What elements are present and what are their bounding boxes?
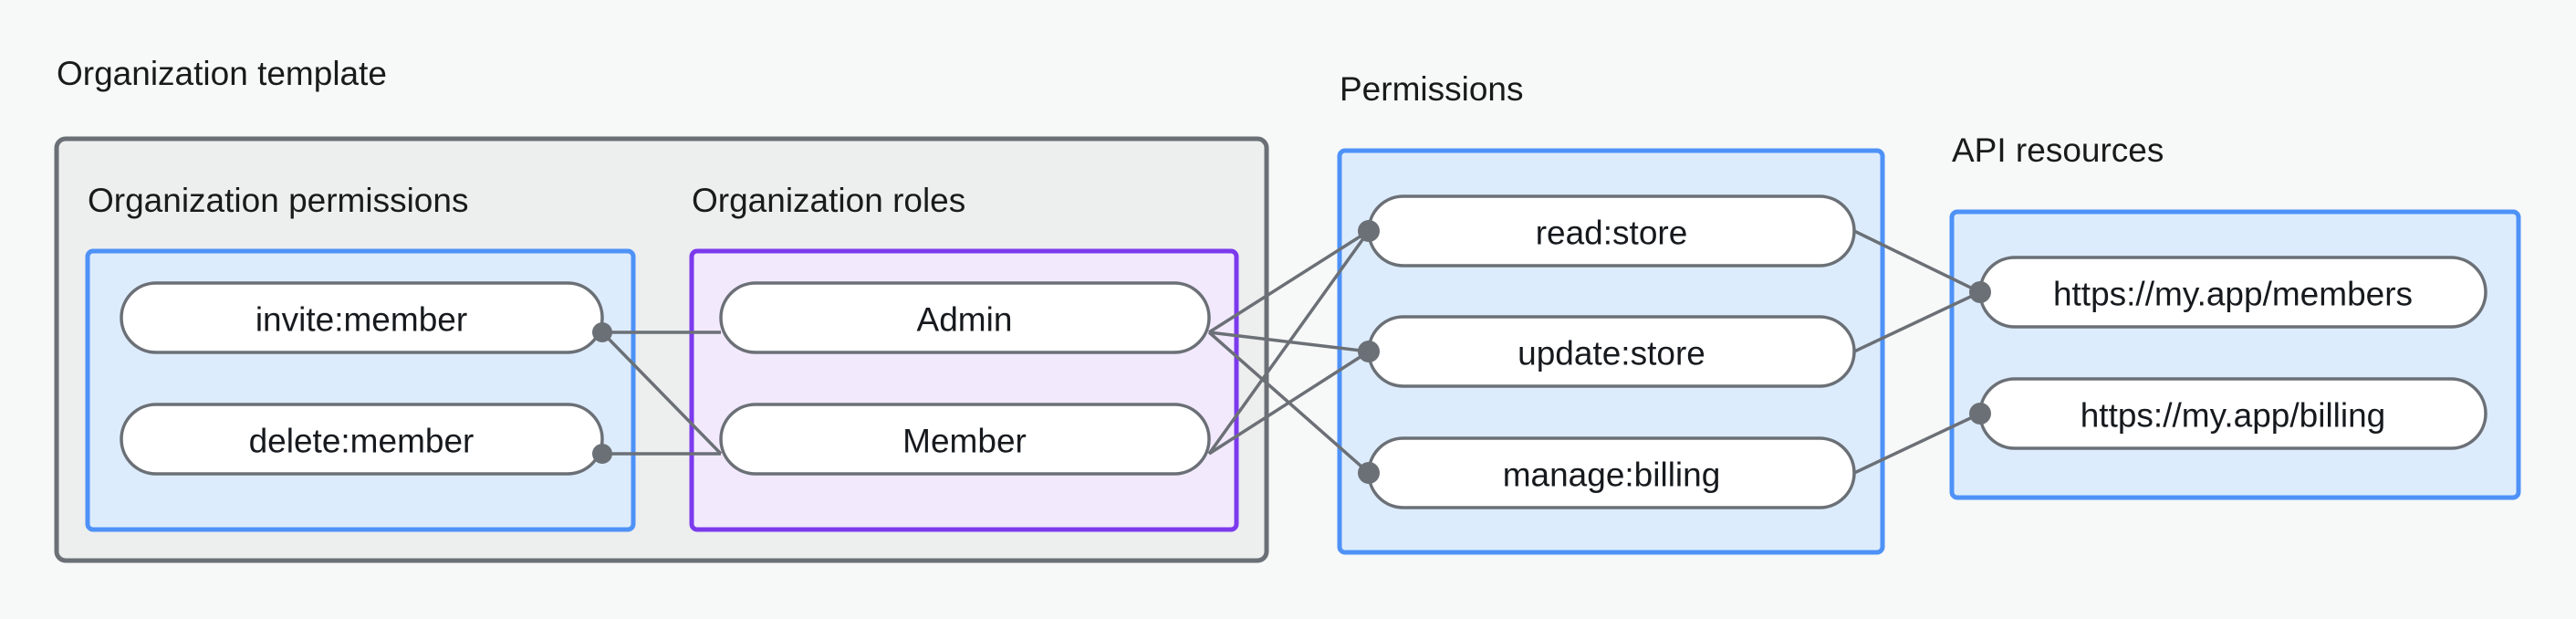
connector-dots [592, 220, 1991, 484]
connector-dot-resource-members-in [1969, 281, 1991, 303]
node-member-label: Member [902, 423, 1027, 460]
node-manage-billing-label: manage:billing [1503, 456, 1721, 494]
edges-permissions-to-roles [600, 330, 723, 456]
edge-read-store-to-members [1853, 229, 1981, 294]
node-resource-members-label: https://my.app/members [2053, 276, 2413, 313]
node-update-store[interactable]: update:store [1367, 315, 1856, 388]
node-admin-pill[interactable] [719, 281, 1211, 354]
node-manage-billing[interactable]: manage:billing [1367, 436, 1856, 509]
node-invite-member[interactable]: invite:member [120, 281, 604, 354]
organization-template-label: Organization template [57, 55, 387, 92]
node-invite-member-pill[interactable] [120, 281, 604, 354]
node-member-pill[interactable] [719, 403, 1211, 476]
node-invite-member-label: invite:member [256, 301, 467, 339]
node-admin[interactable]: Admin [719, 281, 1211, 354]
edges-roles-to-permissions [1207, 229, 1371, 475]
organization-roles-label: Organization roles [692, 182, 965, 219]
connector-dot-delete-member-out [592, 444, 612, 464]
edge-member-to-read-store [1207, 229, 1371, 456]
node-resource-billing-label: https://my.app/billing [2081, 397, 2386, 435]
node-delete-member-pill[interactable] [120, 403, 604, 476]
node-read-store-label: read:store [1536, 215, 1688, 252]
node-resource-members[interactable]: https://my.app/members [1978, 256, 2487, 329]
connector-dot-read-store-in [1358, 220, 1380, 242]
node-resource-billing[interactable]: https://my.app/billing [1978, 377, 2487, 450]
node-delete-member[interactable]: delete:member [120, 403, 604, 476]
edges-permissions-to-resources [1853, 229, 1981, 475]
edge-member-to-update-store [1208, 350, 1370, 456]
connector-dot-update-store-in [1358, 341, 1380, 362]
organization-permissions-label: Organization permissions [88, 182, 468, 219]
api-resources-container [1949, 209, 2521, 500]
edge-invite-member-to-member [600, 330, 723, 456]
edge-admin-to-read-store [1208, 229, 1370, 334]
permissions-group-label: Permissions [1340, 70, 1524, 108]
node-update-store-label: update:store [1517, 335, 1705, 372]
api-resources-group-label: API resources [1952, 131, 2164, 169]
edge-update-store-to-members [1853, 290, 1981, 353]
node-member[interactable]: Member [719, 403, 1211, 476]
node-read-store[interactable]: read:store [1367, 194, 1856, 268]
node-delete-member-label: delete:member [249, 423, 475, 460]
connector-dot-manage-billing-in [1358, 462, 1380, 484]
edge-manage-billing-to-billing [1853, 412, 1981, 475]
connector-dot-invite-member-out [592, 322, 612, 342]
connector-dot-resource-billing-in [1969, 403, 1991, 425]
node-admin-label: Admin [917, 301, 1013, 339]
